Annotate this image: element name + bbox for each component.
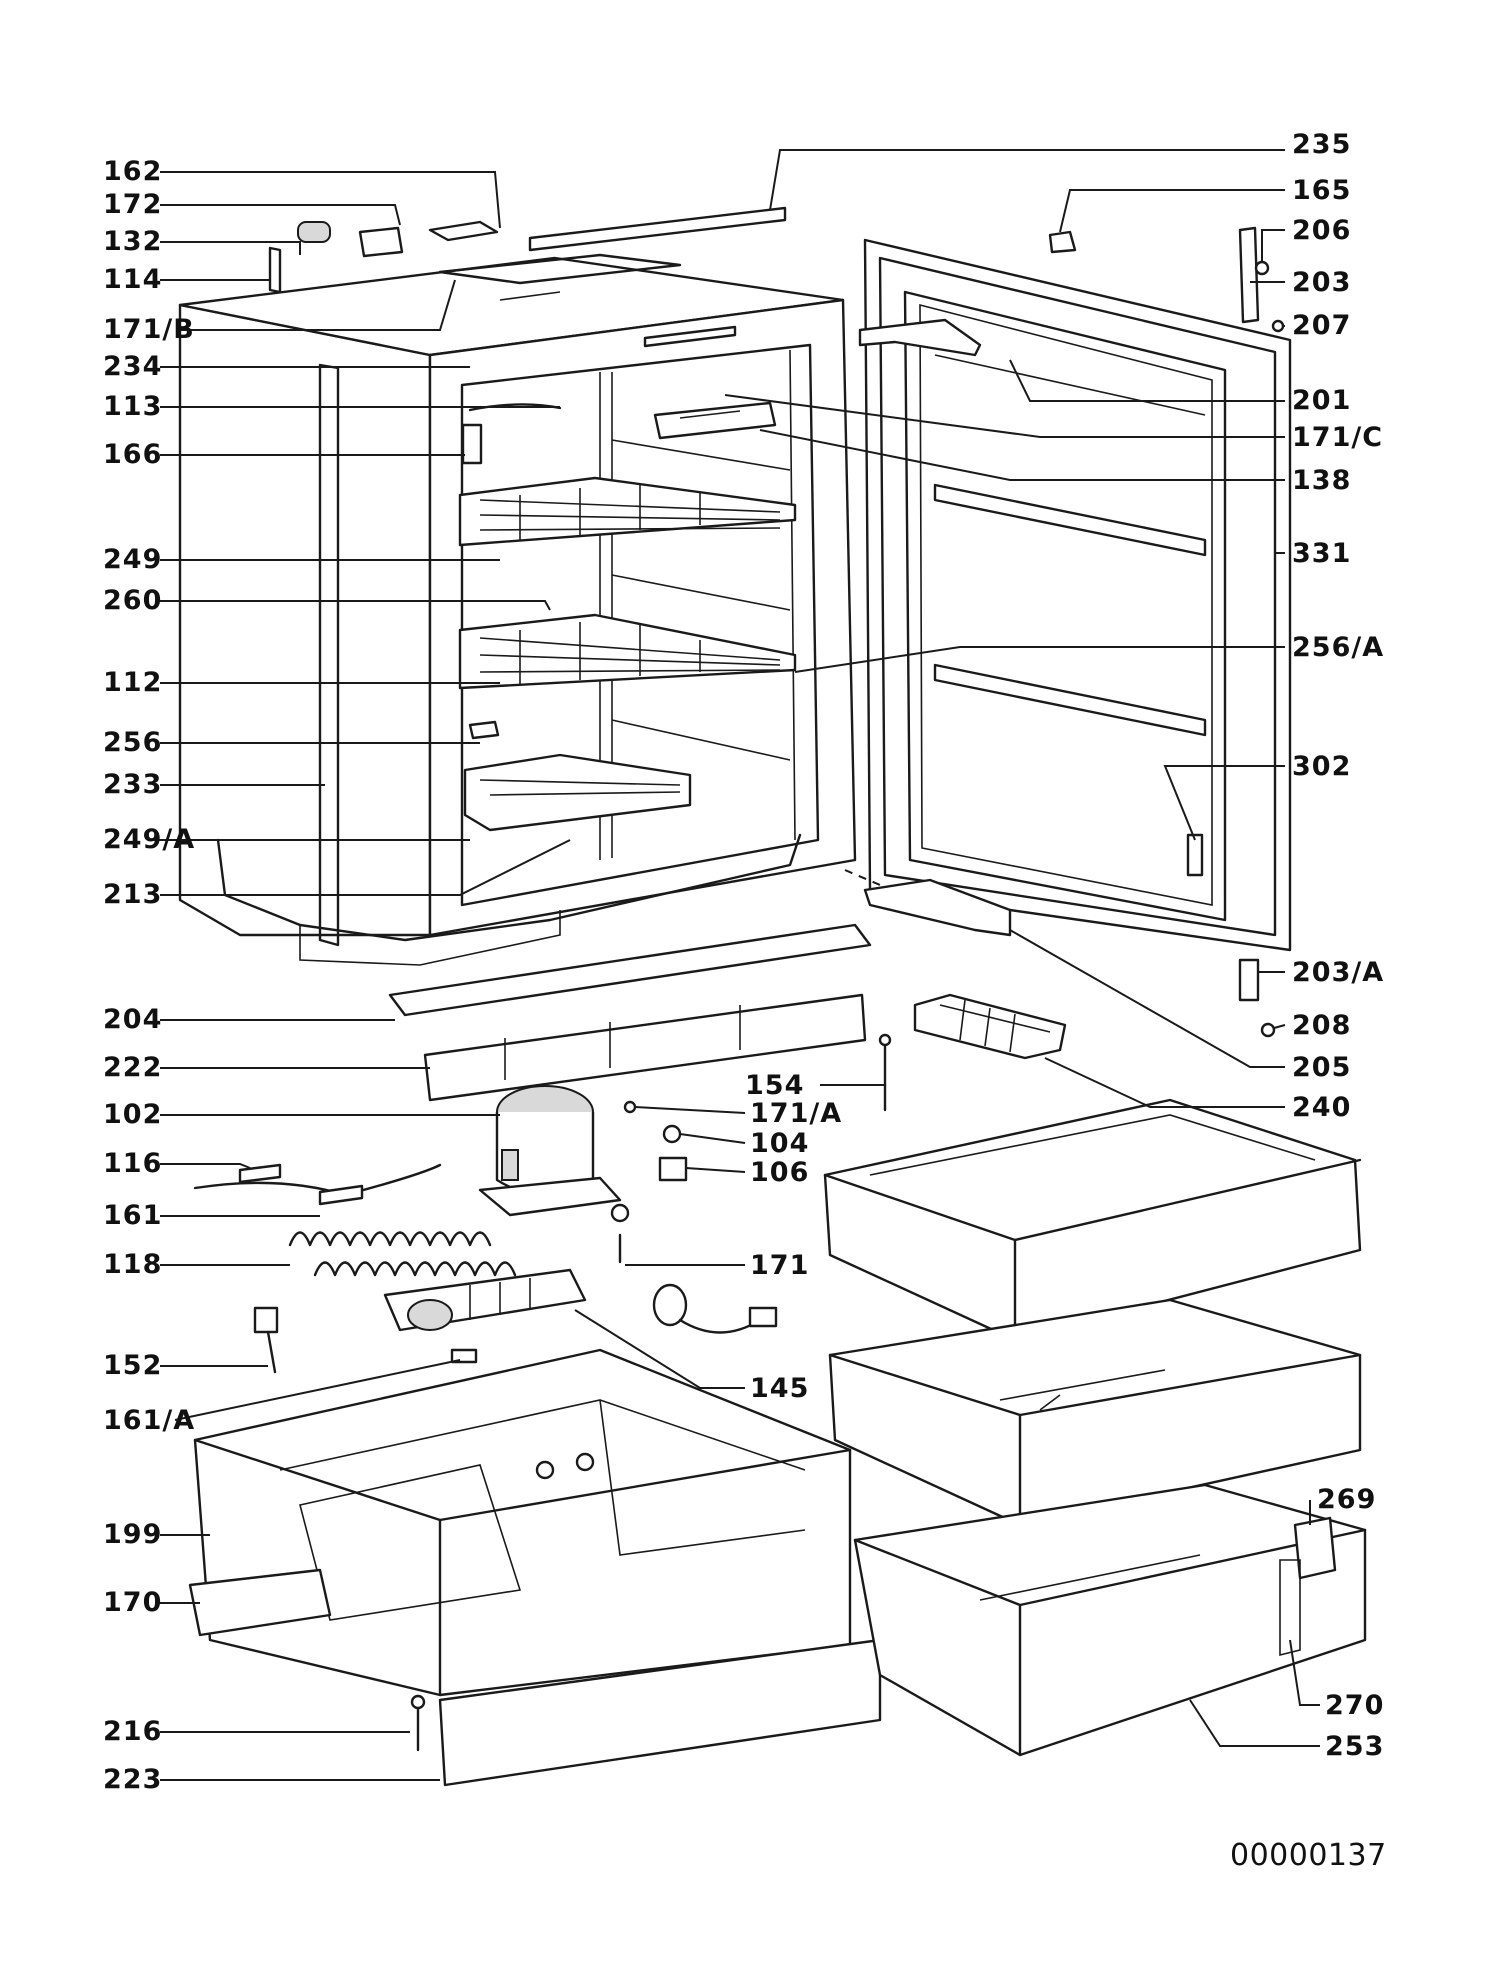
part-label: 166 (103, 439, 162, 470)
part-label: 208 (1292, 1010, 1351, 1041)
part-label: 270 (1325, 1690, 1384, 1721)
part-label: 171/B (103, 314, 195, 345)
part-label: 152 (103, 1350, 162, 1381)
part-label: 132 (103, 226, 162, 257)
cabinet-body (180, 208, 855, 965)
door-assembly (845, 228, 1290, 1036)
part-label: 106 (750, 1157, 809, 1188)
part-label: 165 (1292, 175, 1351, 206)
part-label: 331 (1292, 538, 1351, 569)
part-label: 171/C (1292, 422, 1383, 453)
part-label: 205 (1292, 1052, 1351, 1083)
part-label: 249/A (103, 824, 195, 855)
part-label: 154 (745, 1070, 804, 1101)
part-label: 113 (103, 391, 162, 422)
part-label: 240 (1292, 1092, 1351, 1123)
part-label: 102 (103, 1099, 162, 1130)
part-label: 269 (1317, 1484, 1376, 1515)
part-label: 172 (103, 189, 162, 220)
part-label: 234 (103, 351, 162, 382)
part-label: 138 (1292, 465, 1351, 496)
part-label: 161/A (103, 1405, 195, 1436)
part-label: 112 (103, 667, 162, 698)
part-label: 222 (103, 1052, 162, 1083)
base-tray (190, 1350, 880, 1785)
part-label: 203 (1292, 267, 1351, 298)
part-label: 161 (103, 1200, 162, 1231)
part-label: 199 (103, 1519, 162, 1550)
part-label: 204 (103, 1004, 162, 1035)
part-label: 116 (103, 1148, 162, 1179)
part-label: 213 (103, 879, 162, 910)
part-label: 171/A (750, 1098, 842, 1129)
part-label: 162 (103, 156, 162, 187)
part-label: 235 (1292, 129, 1351, 160)
part-label: 114 (103, 264, 162, 295)
part-label: 256 (103, 727, 162, 758)
part-label: 171 (750, 1250, 809, 1281)
part-label: 223 (103, 1764, 162, 1795)
part-label: 216 (103, 1716, 162, 1747)
drawing-id: 00000137 (1230, 1838, 1387, 1873)
part-label: 201 (1292, 385, 1351, 416)
drawers (825, 1100, 1365, 1755)
part-label: 302 (1292, 751, 1351, 782)
part-label: 207 (1292, 310, 1351, 341)
part-label: 233 (103, 769, 162, 800)
part-label: 249 (103, 544, 162, 575)
part-label: 260 (103, 585, 162, 616)
part-label: 256/A (1292, 632, 1384, 663)
part-label: 253 (1325, 1731, 1384, 1762)
part-label: 206 (1292, 215, 1351, 246)
part-label: 104 (750, 1128, 809, 1159)
part-label: 203/A (1292, 957, 1384, 988)
part-label: 145 (750, 1373, 809, 1404)
ice-tray (915, 995, 1065, 1058)
part-label: 170 (103, 1587, 162, 1618)
part-label: 118 (103, 1249, 162, 1280)
